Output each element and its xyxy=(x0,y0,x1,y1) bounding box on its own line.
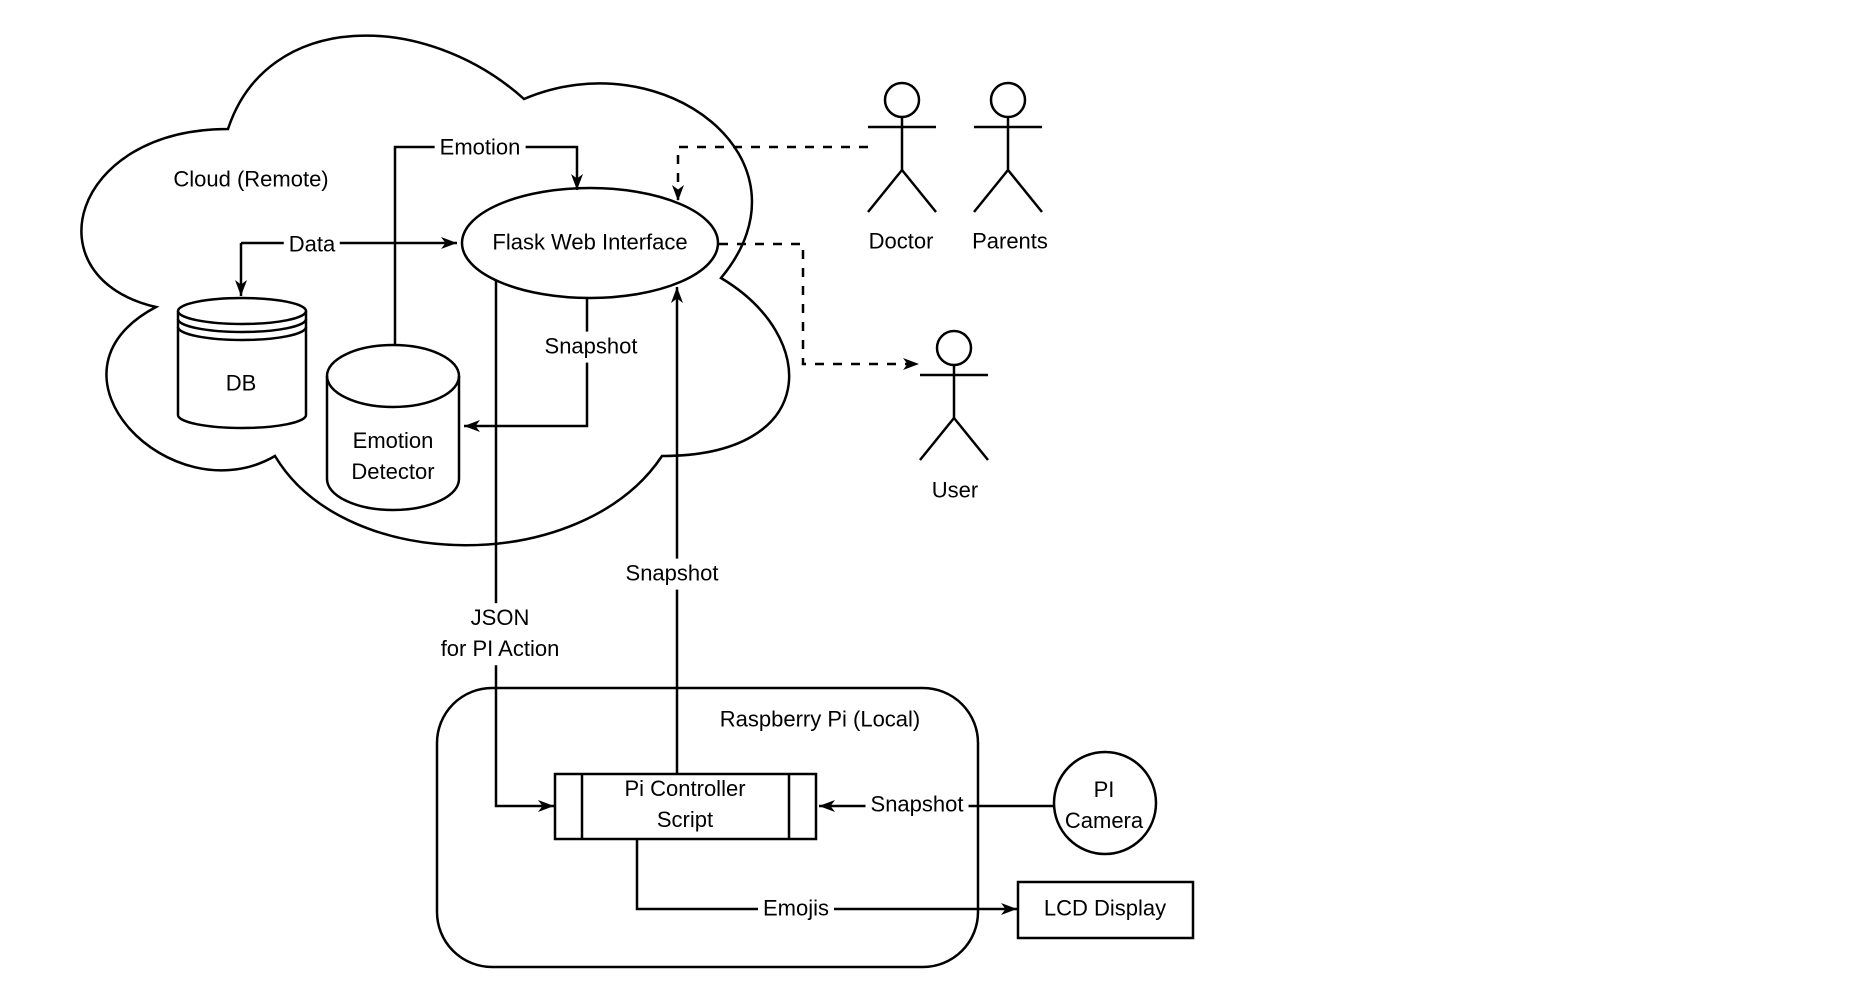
edge-flask-to-doctor-dashed xyxy=(672,145,868,201)
snapshot-flask-detector-label: Snapshot xyxy=(539,331,643,363)
raspberry-pi-box xyxy=(435,686,980,969)
flask-label: Flask Web Interface xyxy=(492,229,688,255)
doctor-figure xyxy=(867,81,937,213)
db-cylinder xyxy=(176,296,308,430)
snapshot-pi-flask-label: Snapshot xyxy=(620,558,724,590)
cloud-label: Cloud (Remote) xyxy=(173,166,329,192)
pi-camera-circle xyxy=(1052,750,1158,856)
edge-emojis xyxy=(635,839,1017,915)
doctor-label: Doctor xyxy=(868,228,934,254)
edge-flask-to-user-dashed xyxy=(719,242,919,370)
parents-label: Parents xyxy=(972,228,1048,254)
data-edge-label: Data xyxy=(283,229,341,261)
db-label: DB xyxy=(225,370,257,396)
user-label: User xyxy=(931,477,979,503)
pi-controller-label: Pi Controller Script xyxy=(624,776,746,832)
user-figure xyxy=(919,329,989,461)
pi-camera-label: PI Camera xyxy=(1064,777,1144,833)
emotion-edge-label: Emotion xyxy=(434,132,526,164)
json-edge-label: JSON for PI Action xyxy=(435,603,565,665)
flask-ellipse xyxy=(460,186,720,300)
lcd-display-label: LCD Display xyxy=(1043,895,1167,921)
pi-controller-box xyxy=(553,772,818,841)
emotion-detector-label: Emotion Detector xyxy=(351,428,435,484)
cloud-shape xyxy=(80,34,791,547)
snapshot-camera-pi-label: Snapshot xyxy=(865,789,969,821)
lcd-display-box xyxy=(1016,880,1195,940)
parents-figure xyxy=(973,81,1043,213)
emotion-detector-cylinder xyxy=(325,343,461,512)
edge-json-for-pi-action xyxy=(494,281,554,812)
emojis-edge-label: Emojis xyxy=(757,893,835,925)
raspberry-pi-label: Raspberry Pi (Local) xyxy=(719,706,921,732)
diagram-edges xyxy=(235,145,1054,915)
